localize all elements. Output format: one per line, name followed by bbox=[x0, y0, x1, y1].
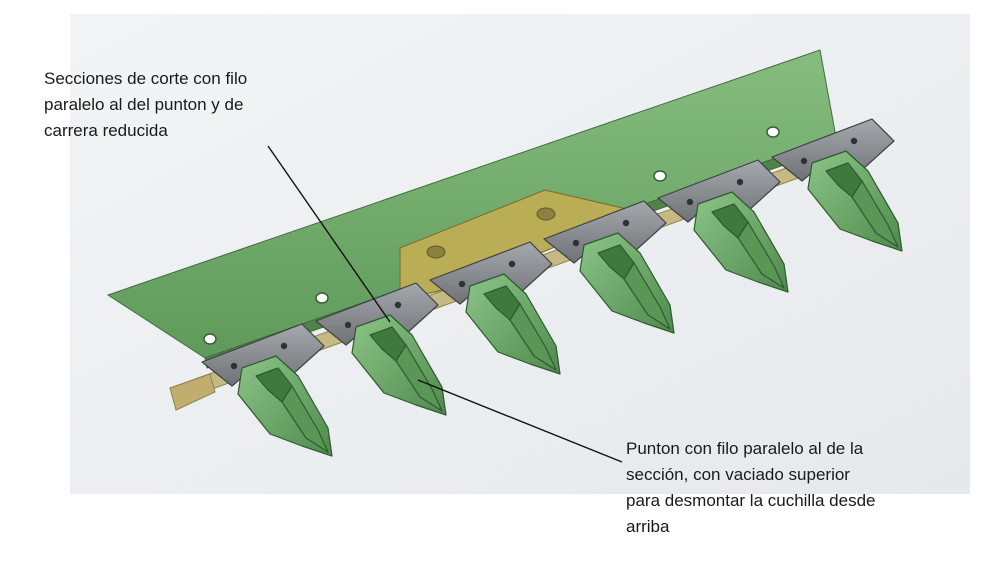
label-cutting-sections-line-3: carrera reducida bbox=[44, 121, 168, 140]
label-cutting-sections-line-1: Secciones de corte con filo bbox=[44, 69, 248, 88]
knife-rivet bbox=[850, 137, 858, 145]
knife-rivet bbox=[622, 219, 630, 227]
knife-back-tab bbox=[169, 373, 216, 411]
knife-rivet bbox=[394, 301, 402, 309]
bar-bolt-holes bbox=[203, 126, 780, 345]
knife-rivet bbox=[280, 342, 288, 350]
label-guard-line-2: sección, con vaciado superior bbox=[626, 465, 850, 484]
plate-slot-right bbox=[536, 207, 556, 221]
label-guard-line-4: arriba bbox=[626, 517, 670, 536]
label-guard-line-3: para desmontar la cuchilla desde bbox=[626, 491, 876, 510]
guard-side bbox=[623, 262, 671, 330]
guard-side bbox=[851, 180, 899, 248]
guard-side bbox=[737, 221, 785, 289]
knife-rivet bbox=[344, 321, 352, 329]
knife-rivet bbox=[800, 157, 808, 165]
knife-rivet bbox=[508, 260, 516, 268]
knife-rivet bbox=[230, 362, 238, 370]
label-cutting-sections-line-2: paralelo al del punton y de bbox=[44, 95, 244, 114]
guard-side bbox=[281, 385, 329, 453]
guard-side bbox=[395, 344, 443, 412]
leader-line-guard bbox=[417, 379, 623, 463]
leader-line-cutting-sections bbox=[267, 145, 391, 323]
knife-rivet bbox=[458, 280, 466, 288]
label-cutting-sections: Secciones de corte con filo paralelo al … bbox=[44, 66, 247, 144]
guard-side bbox=[509, 303, 557, 371]
plate-slot-left bbox=[426, 245, 446, 259]
label-guard: Punton con filo paralelo al de la secció… bbox=[626, 436, 875, 540]
knife-rivet bbox=[572, 239, 580, 247]
guards bbox=[237, 150, 903, 457]
label-guard-line-1: Punton con filo paralelo al de la bbox=[626, 439, 864, 458]
knife-sections bbox=[201, 118, 895, 387]
knife-rivet bbox=[736, 178, 744, 186]
knife-rivet bbox=[686, 198, 694, 206]
